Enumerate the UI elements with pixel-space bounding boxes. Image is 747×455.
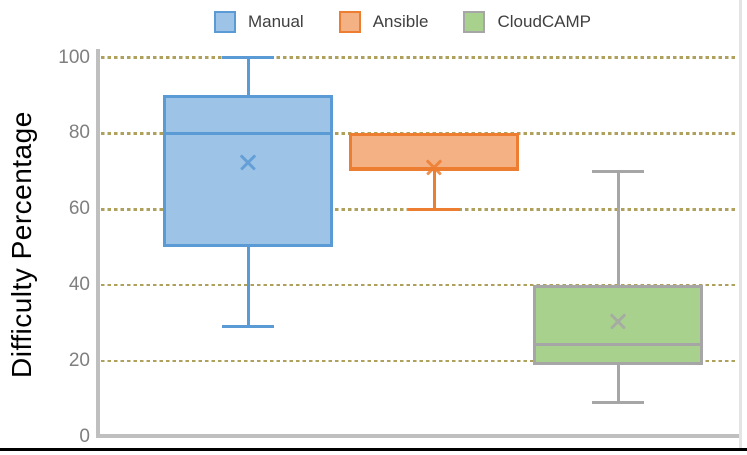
y-tick-label-20: 20 xyxy=(68,350,90,372)
cloudcamp-box xyxy=(533,285,703,365)
manual-upper-whisker-cap xyxy=(222,56,274,59)
legend-label-ansible: Ansible xyxy=(372,12,429,31)
manual-upper-whisker xyxy=(246,57,250,96)
y-tick-label-60: 60 xyxy=(68,198,90,220)
legend-label-cloudcamp: CloudCAMP xyxy=(497,12,592,31)
x-axis-line xyxy=(96,434,742,438)
legend-label-manual: Manual xyxy=(247,12,304,31)
manual-lower-whisker xyxy=(246,247,250,327)
cloudcamp-upper-whisker xyxy=(616,171,620,286)
gridline-20 xyxy=(101,359,737,363)
plot-right-border xyxy=(739,0,742,449)
y-tick-label-100: 100 xyxy=(58,46,90,68)
y-tick-label-40: 40 xyxy=(68,274,90,296)
y-axis-line xyxy=(96,49,100,438)
gridline-40 xyxy=(101,283,737,287)
manual-median-line xyxy=(166,131,330,135)
ansible-mean-marker xyxy=(423,157,445,179)
legend-swatch-cloudcamp xyxy=(463,11,486,33)
chart-legend: Manual Ansible CloudCAMP xyxy=(0,11,747,33)
legend-item-ansible: Ansible xyxy=(338,11,429,33)
ansible-lower-whisker-cap xyxy=(408,207,460,211)
y-tick-label-80: 80 xyxy=(68,122,90,144)
cloudcamp-lower-whisker xyxy=(616,364,620,403)
manual-mean-marker xyxy=(237,151,259,173)
legend-swatch-ansible xyxy=(338,11,361,33)
gridline-100 xyxy=(101,56,737,59)
cloudcamp-upper-whisker-cap xyxy=(592,169,644,173)
cloudcamp-median-line xyxy=(536,342,700,346)
bottom-rule xyxy=(0,448,747,451)
y-axis-title: Difficulty Percentage xyxy=(6,111,37,379)
cloudcamp-mean-marker xyxy=(607,310,629,332)
cloudcamp-lower-whisker-cap xyxy=(592,401,644,405)
y-tick-label-0: 0 xyxy=(79,426,90,447)
legend-item-manual: Manual xyxy=(213,11,304,33)
legend-swatch-manual xyxy=(213,11,236,33)
ansible-lower-whisker xyxy=(432,171,436,210)
manual-box xyxy=(163,95,333,248)
legend-item-cloudcamp: CloudCAMP xyxy=(463,11,591,33)
manual-lower-whisker-cap xyxy=(222,325,274,329)
